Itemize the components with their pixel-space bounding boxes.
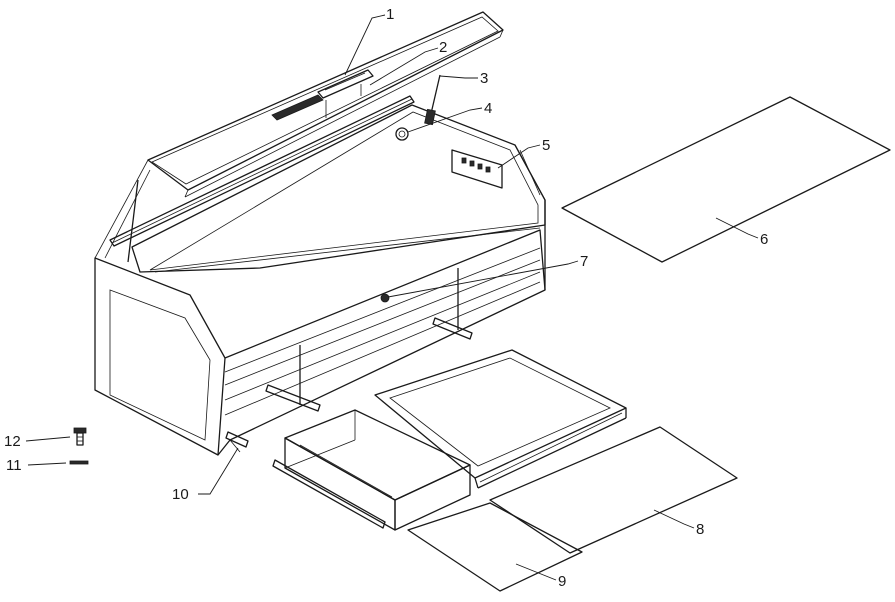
lock-cylinder [395, 127, 409, 141]
callout-label-6: 6 [760, 231, 768, 248]
callout-label-4: 4 [484, 100, 492, 117]
right-side-panel [514, 144, 546, 290]
callout-label-11: 11 [6, 457, 22, 474]
lid-liner [561, 96, 891, 263]
callout-label-2: 2 [439, 39, 447, 56]
bolt [73, 427, 87, 446]
leader-lines [25, 14, 759, 581]
left-side-panel [94, 159, 226, 456]
callout-label-8: 8 [696, 521, 704, 538]
chest-front [217, 229, 546, 456]
lid-handle [317, 69, 374, 99]
power-strip [451, 149, 503, 189]
tray-drawer-liner [489, 426, 738, 554]
tray-drawer [374, 349, 627, 489]
logo-badge [271, 84, 362, 121]
callout-label-12: 12 [4, 433, 21, 450]
lid-hinge [109, 95, 415, 247]
callout-label-10: 10 [172, 486, 189, 503]
drawer-slide-rails [225, 317, 473, 448]
box-drawer [272, 409, 471, 531]
callout-label-7: 7 [580, 253, 588, 270]
callout-label-3: 3 [480, 70, 488, 87]
pin [69, 460, 89, 465]
lid [147, 11, 504, 198]
box-drawer-liner [407, 502, 583, 592]
gas-strut [127, 74, 441, 263]
callout-label-1: 1 [386, 6, 394, 23]
center-lock [380, 293, 390, 303]
callout-label-9: 9 [558, 573, 566, 590]
callout-label-5: 5 [542, 137, 550, 154]
